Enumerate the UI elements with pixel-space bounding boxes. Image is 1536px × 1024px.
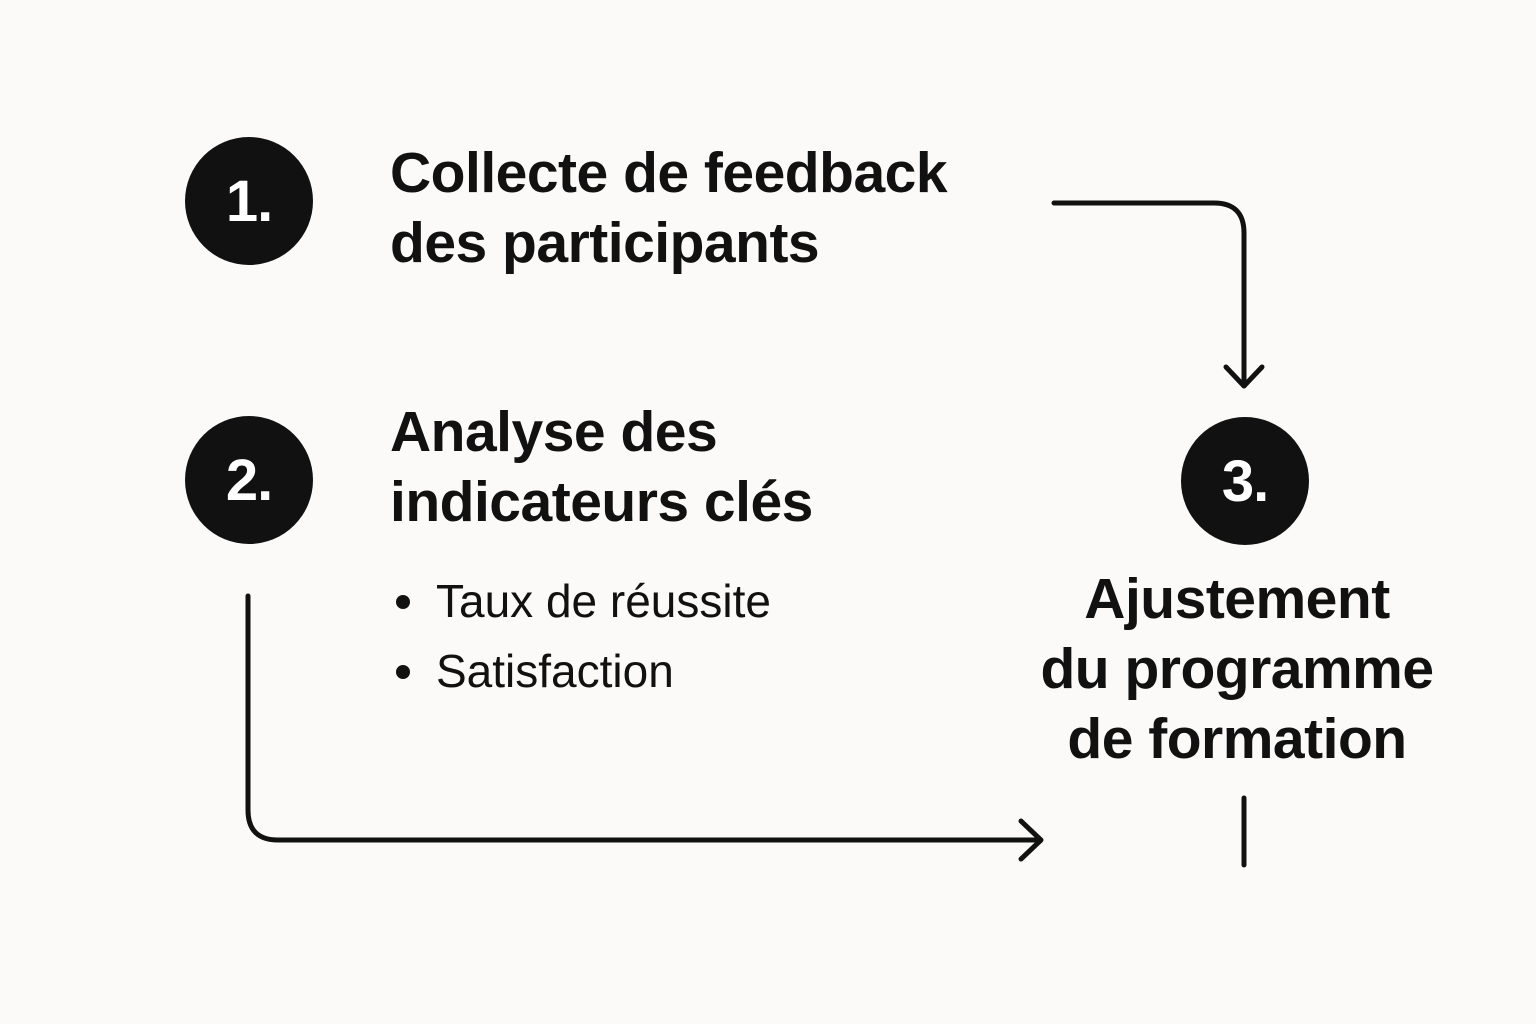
- step-1-title-line-1: Collecte de feedback: [390, 141, 948, 205]
- step-3-number-circle: 3.: [1181, 417, 1309, 545]
- step-2-number-circle: 2.: [185, 416, 313, 544]
- step-3-title-line-3: de formation: [1067, 707, 1407, 771]
- step-2-title: Analyse des indicateurs clés: [390, 397, 813, 537]
- list-item: Satisfaction: [392, 636, 771, 706]
- arrow-step1-to-step3: [1051, 200, 1247, 388]
- bullet-text: Satisfaction: [436, 645, 674, 697]
- step-1-title: Collecte de feedback des participants: [390, 138, 948, 278]
- bullet-dot-icon: [396, 665, 410, 679]
- arrow-step2-to-step3: [245, 593, 1043, 843]
- step-1-number: 1.: [225, 168, 273, 234]
- step-3-title: Ajustement du programme de formation: [1020, 564, 1454, 774]
- step-3-title-line-1: Ajustement: [1084, 567, 1390, 631]
- step-1-number-circle: 1.: [185, 137, 313, 265]
- arrowhead-step1-to-step3: [1223, 364, 1265, 389]
- bullet-dot-icon: [396, 595, 410, 609]
- step-2-title-line-2: indicateurs clés: [390, 470, 813, 534]
- bullet-text: Taux de réussite: [436, 575, 771, 627]
- step-2-bullet-list: Taux de réussite Satisfaction: [392, 566, 771, 706]
- list-item: Taux de réussite: [392, 566, 771, 636]
- step-1-title-line-2: des participants: [390, 211, 820, 275]
- step-3-number: 3.: [1221, 448, 1269, 514]
- step-2-title-line-1: Analyse des: [390, 400, 718, 464]
- step-2-number: 2.: [225, 447, 273, 513]
- arrowhead-step2-to-step3: [1018, 818, 1044, 862]
- step-3-title-line-2: du programme: [1040, 637, 1434, 701]
